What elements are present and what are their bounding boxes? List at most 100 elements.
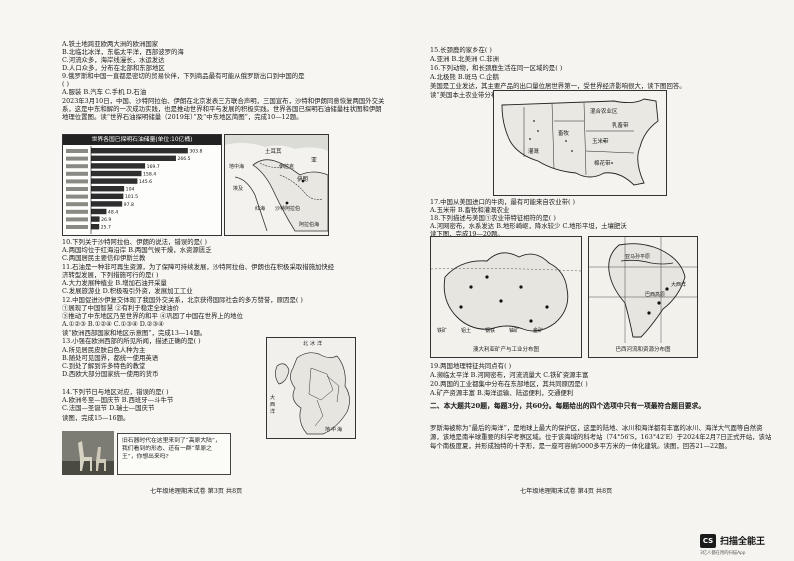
bar	[91, 163, 146, 169]
watermark-subtitle: 3亿人都在用的扫描App	[700, 551, 746, 556]
australia-map-svg	[430, 252, 582, 332]
page-footer: 七年级地理期末试卷 第3页 共8页	[150, 488, 243, 495]
bar-value-label: 104	[126, 187, 135, 193]
bar-value-label: 169.7	[147, 164, 160, 170]
category-label-placeholder	[66, 149, 88, 153]
question-line: A.欧洲冬至—国庆节 B.西班牙—斗牛节	[62, 396, 174, 404]
map-label: 土耳其	[265, 149, 282, 155]
speech-bubble: 旧石器时代在这里来到了“高原大陆”，我们看到的形态、还有一群“草原之王”，你想出…	[117, 433, 231, 475]
section-title: 二、本大题共20题，每题3分，共60分。每题给出的四个选项中只有一项最符合题目要…	[430, 402, 706, 410]
category-label-placeholder	[66, 187, 88, 191]
map-label: 地	[325, 427, 331, 433]
map-label: 洋	[317, 341, 323, 347]
question-line: A.北极熊 B.斑马 C.企鹅	[430, 73, 499, 81]
giraffe-photo	[62, 431, 114, 475]
map-label: 沙特阿拉伯	[275, 206, 301, 212]
category-label-placeholder	[66, 179, 88, 184]
question-line: A.濒临太平洋 B.河网密布，河流流量大 C.铁矿资源丰富	[430, 371, 589, 379]
text-line: C.河流众多，海岸线漫长，水运发达	[62, 56, 165, 64]
map-label: 伊拉克	[279, 164, 295, 170]
giraffe-icon	[62, 431, 114, 475]
map-label: 铀矿	[509, 328, 520, 334]
map-label: 大西洋	[671, 282, 687, 288]
question-line: 12.中国促进沙伊复交体现了我国外交关系，北京获得国际社会的多方赞誉，原因是( …	[62, 296, 303, 304]
right-page: 15.长颈鹿的家乡在( ) A.亚洲 B.北美洲 C.非洲 16.下列动物，和长…	[400, 0, 794, 561]
map-label: 玉米带	[592, 139, 609, 145]
map-label: 金矿	[533, 328, 544, 334]
australia-map: 铁矿 铝土 钢铁 铀矿 金矿 澳大利亚矿产与工业分布图	[430, 236, 582, 358]
bar	[91, 208, 107, 215]
brazil-map-svg	[589, 237, 697, 343]
map-label: 海	[337, 427, 343, 433]
category-label-placeholder	[66, 156, 88, 161]
map-label: 铝土	[461, 328, 472, 334]
map-label: 洋	[270, 409, 276, 415]
map-label: 灌溉	[528, 149, 540, 155]
bar	[91, 178, 138, 184]
bar-value-label: 158.4	[143, 171, 156, 177]
bar	[91, 193, 124, 199]
map-label: 混合农业区	[590, 109, 618, 115]
question-line: A.亚洲 B.北美洲 C.非洲	[430, 55, 499, 63]
map-label: 铁矿	[437, 328, 448, 334]
question-line: A.①②③ B.①②④ C.①③④ D.②③④	[62, 320, 164, 328]
map-label: 红海	[255, 206, 266, 212]
question-line: 11.石油是一种非可再生资源，为了保障可持续发展，沙特阿拉伯、伊朗也在积极采取措…	[62, 263, 335, 271]
middle-east-map-svg	[225, 135, 329, 232]
question-line: C.两国居民主要信仰伊斯兰教	[62, 254, 146, 262]
map-label: 棉花带	[594, 161, 611, 167]
map-label: 大	[270, 395, 276, 401]
bar-value-label: 303.8	[189, 149, 202, 155]
map-label: 北	[303, 341, 309, 347]
question-line: 19.两国地理特征共同点有( )	[430, 362, 512, 370]
bar	[91, 216, 100, 222]
bar	[91, 155, 176, 161]
question-line: C.到处了解到许多特色的教堂	[62, 362, 146, 370]
question-line: 读下图，完成19—20题。	[430, 230, 504, 238]
us-map-svg	[501, 98, 659, 186]
chart-title: 世界各国已探明石油储量(单位:10亿桶)	[63, 135, 221, 145]
bar-value-label: 97.8	[124, 202, 134, 208]
question-line: A.矿产资源丰富 B.海洋运输、陆运便利，交通便利	[430, 389, 574, 397]
map-label: 中	[331, 427, 337, 433]
question-line: 10.下列关于沙特阿拉伯、伊朗的说法，错误的是( )	[62, 238, 207, 246]
speech-text: 旧石器时代在这里来到了“高原大陆”，我们看到的形态、还有一群“草原之王”，你想出…	[122, 438, 221, 460]
bar-value-label: 48.4	[108, 209, 118, 215]
europe-map-svg	[275, 352, 350, 435]
question-line: C.法国—圣诞节 D.瑞士—国庆节	[62, 404, 155, 412]
question-line: 13.小强在欧洲西部的所见所闻，描述正确的是( )	[62, 337, 201, 345]
map-label: 伊朗	[297, 177, 309, 183]
left-page: A.铁土地跨亚欧两大洲的欧洲国家 B.北临北冰洋，东临太平洋，西部波罗的海 C.…	[0, 0, 400, 561]
map-label: 乳畜带	[612, 123, 629, 129]
question-line: A.两国均位于红海沿岸 B.两国气候干燥，水资源匮乏	[62, 246, 212, 254]
map-label: 畜牧	[558, 131, 570, 137]
western-europe-map: 北 冰 洋 大 西 洋 地 中 海	[266, 337, 356, 439]
us-agriculture-map: 混合农业区 乳畜带 玉米带 棉花带 畜牧 灌溉	[493, 90, 667, 196]
map-caption: 巴西河流和资源分布图	[615, 347, 671, 353]
scanner-watermark: CS 扫描全能王 3亿人都在用的扫描App	[700, 531, 788, 557]
question-line: 16.下列动物，和长颈鹿生活在同一区域的是( )	[430, 64, 563, 72]
category-label-placeholder	[66, 225, 88, 229]
map-label: 西	[270, 402, 276, 408]
text-line: A.铁土地跨亚欧两大洲的欧洲国家	[62, 40, 159, 48]
map-caption: 澳大利亚矿产与工业分布图	[472, 347, 539, 353]
text-line: B.北临北冰洋，东临太平洋，西部波罗的海	[62, 48, 184, 56]
brazil-map: 大西洋 巴西高原 亚马孙平原 巴西河流和资源分布图	[588, 236, 698, 358]
bar-chart-svg: 303.8266.5169.7158.4145.6104101.597.848.…	[66, 146, 203, 234]
bar-value-label: 145.6	[139, 179, 152, 185]
bar	[91, 201, 123, 207]
bar-value-label: 25.7	[101, 225, 111, 231]
map-label: 地中海	[229, 164, 245, 170]
bar	[91, 224, 100, 230]
bar	[91, 186, 125, 192]
map-label: 亚	[311, 157, 318, 164]
passage-paragraph: 罗斯海被称为“最后的海洋”，是地球上最大的保护区，这里的陆地、冰川和海洋都有丰富…	[430, 424, 772, 450]
category-label-placeholder	[66, 209, 88, 214]
text-line: 9.俄罗斯和中国一直都是密切的贸易伙伴，下列商品最有可能从俄罗斯出口到中国的是	[62, 72, 305, 80]
question-line: 14.下列节日与地区对应，错误的是( )	[62, 388, 169, 396]
category-label-placeholder	[66, 164, 88, 169]
bar	[91, 170, 142, 177]
map-label: 冰	[310, 341, 316, 347]
question-line: 读“欧洲西部国家和地区示意图”，完成13—14题。	[62, 329, 207, 337]
